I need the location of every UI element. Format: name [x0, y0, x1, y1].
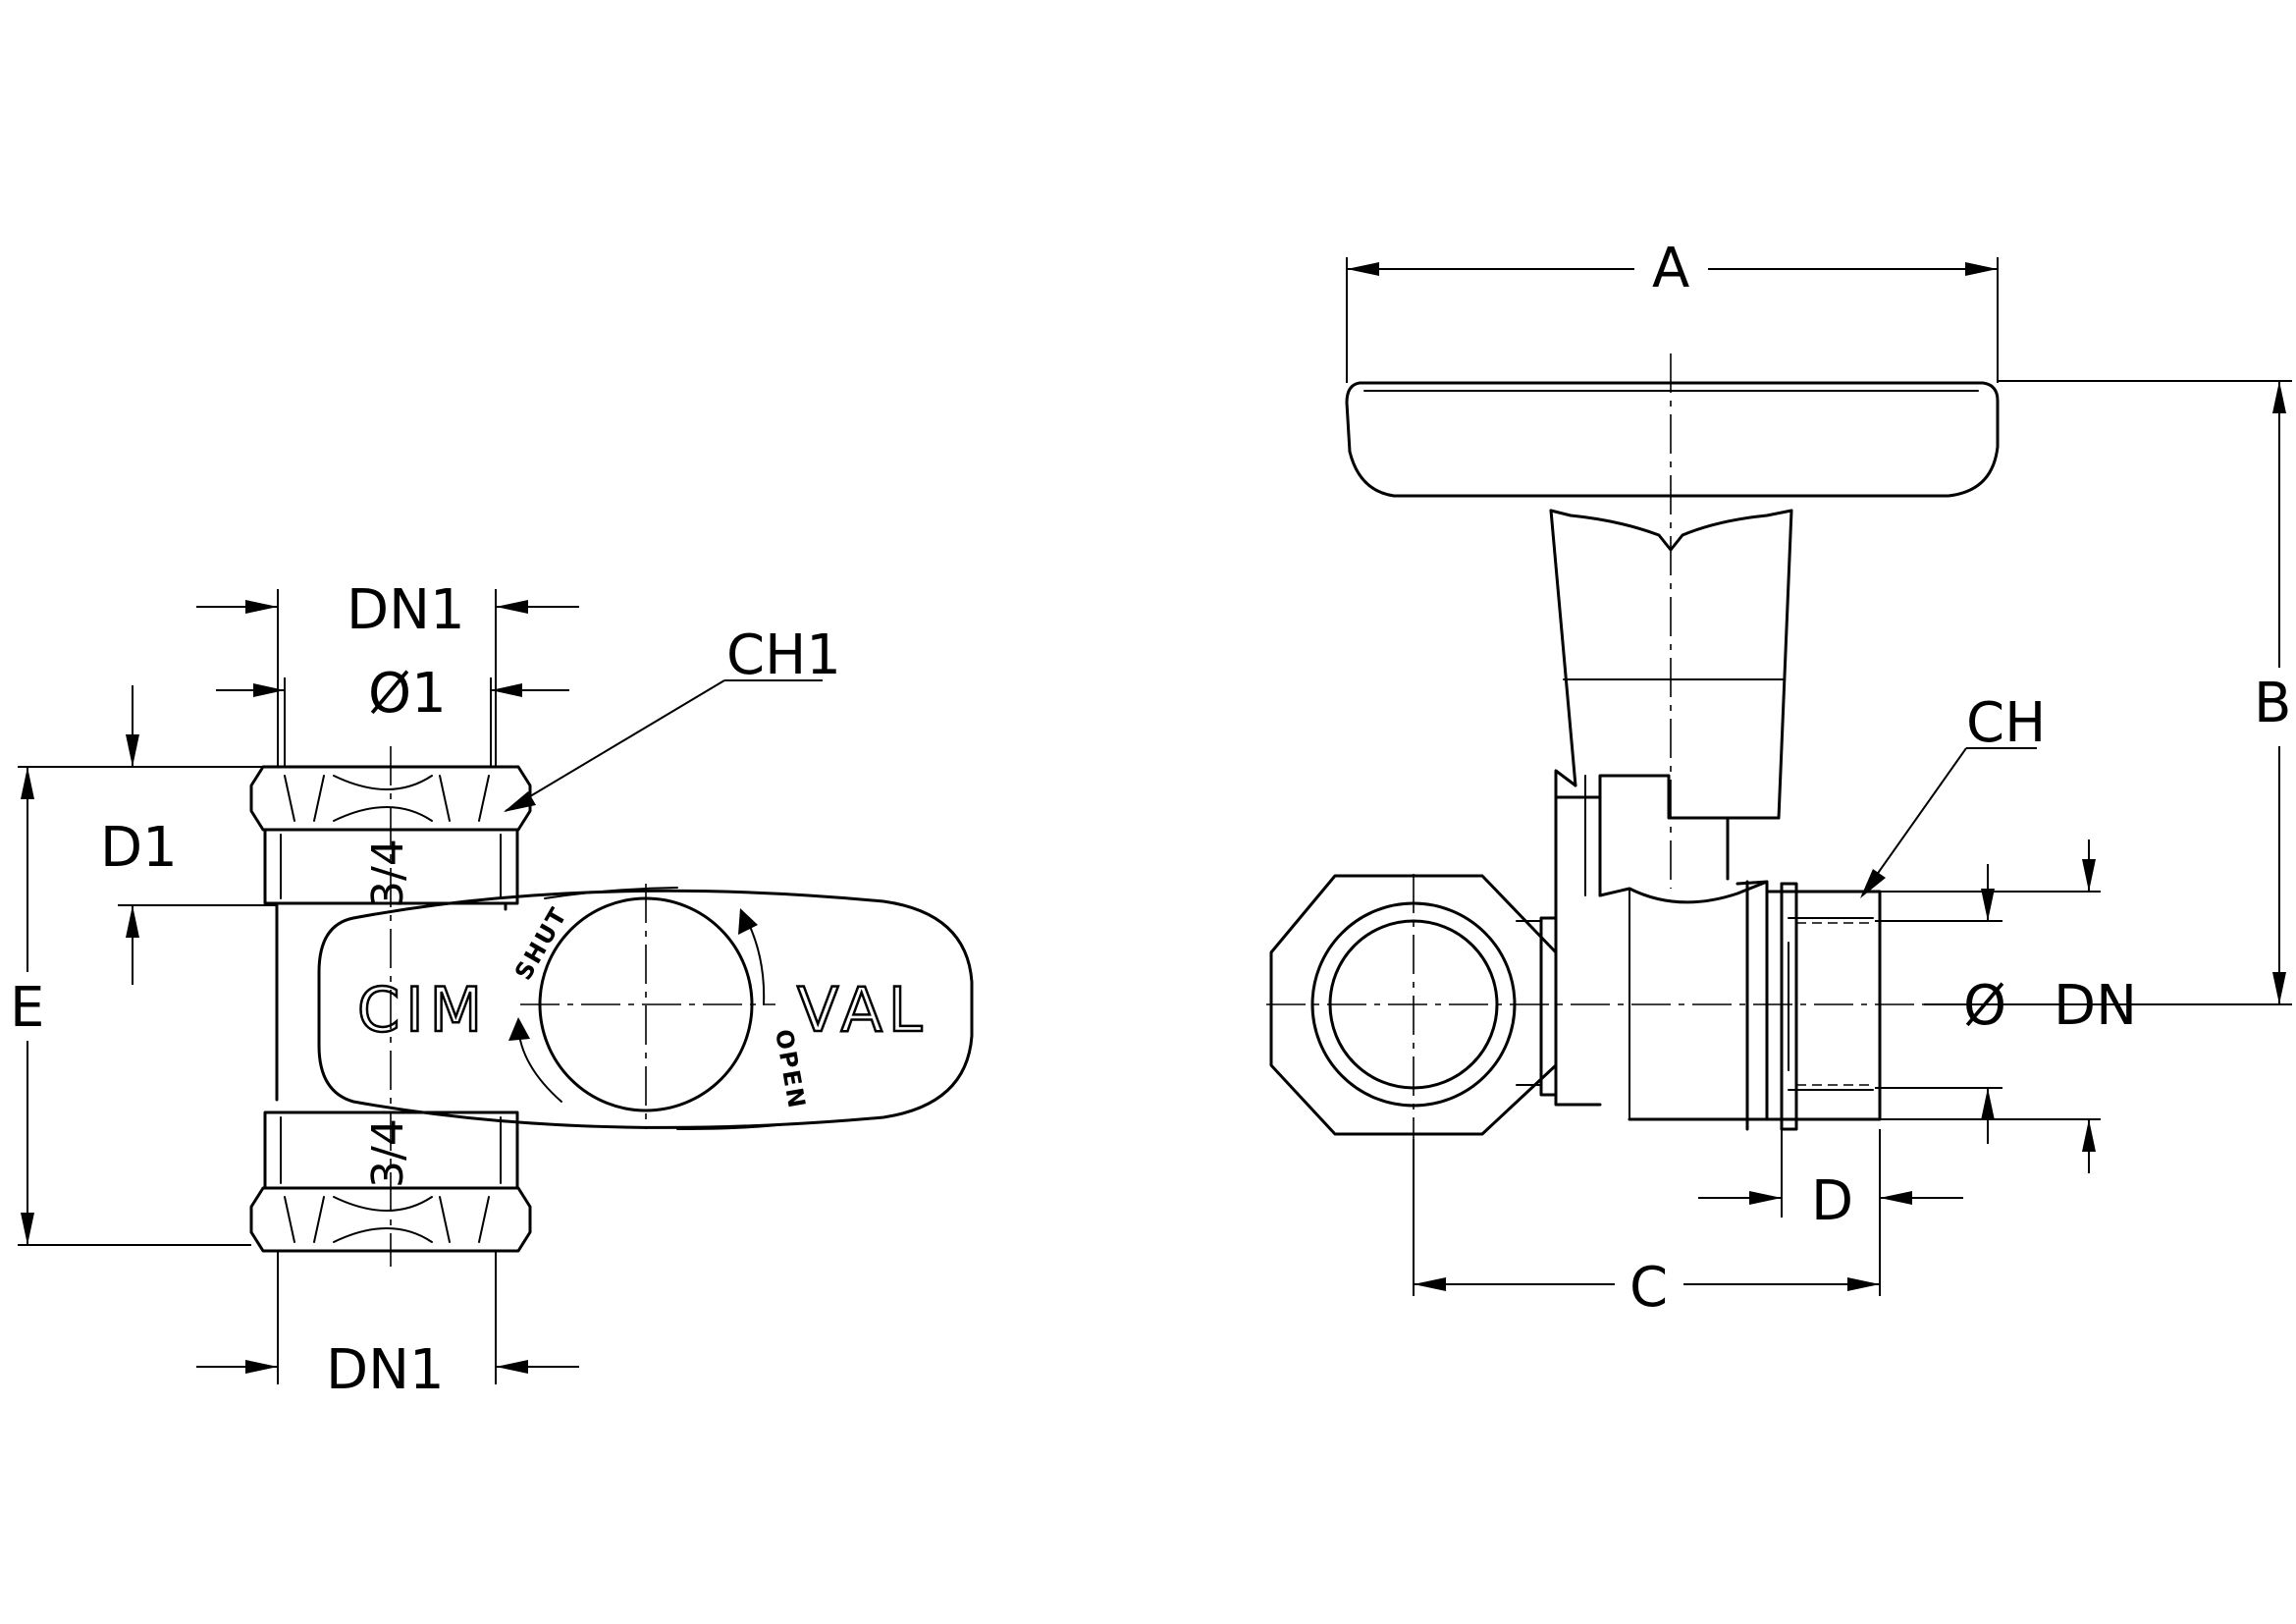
dim-e: E [10, 766, 251, 1246]
brand-right: VAL [797, 974, 928, 1046]
dim-a: A [1346, 237, 1999, 383]
e-label: E [10, 976, 44, 1040]
dim-ch1: CH1 [504, 623, 841, 812]
dim-c: C [1413, 1139, 1880, 1320]
open-arrow [745, 917, 766, 1005]
o-label: Ø [1963, 974, 2006, 1038]
dn-label: DN [2054, 974, 2137, 1038]
ch1-label: CH1 [726, 623, 841, 687]
valve-body [1539, 880, 1882, 1131]
dim-dn1-bottom: DN1 [196, 1251, 579, 1402]
thread-size-top: 3/4 [363, 839, 413, 908]
dim-dn1-top: DN1 [196, 578, 579, 766]
thread-size-bottom: 3/4 [363, 1118, 413, 1188]
dim-o1: Ø1 [216, 662, 569, 766]
dim-d1: D1 [100, 685, 277, 985]
dim-o: Ø [1875, 864, 2006, 1144]
ch-label: CH [1966, 691, 2046, 755]
dn1-top-label: DN1 [347, 578, 465, 642]
side-view: A B CH Ø [1266, 237, 2292, 1320]
d-label: D [1811, 1169, 1853, 1233]
dim-dn: DN [1880, 839, 2137, 1173]
d1-label: D1 [100, 816, 178, 880]
t-handle [1345, 381, 2000, 897]
dn1-bottom-label: DN1 [326, 1338, 445, 1402]
dim-b: B [1924, 380, 2292, 1005]
b-label: B [2254, 672, 2291, 735]
a-label: A [1652, 237, 1689, 300]
brand-left: CIM [357, 974, 488, 1046]
lower-hex-nut [249, 1186, 532, 1253]
dim-ch: CH [1860, 691, 2046, 898]
c-label: C [1629, 1256, 1668, 1320]
o1-label: Ø1 [368, 662, 447, 726]
shut-label: SHUT [509, 902, 573, 985]
top-view: 3/4 3/4 CIM VAL SHUT OPEN [10, 578, 974, 1402]
dim-d: D [1698, 1129, 1963, 1296]
